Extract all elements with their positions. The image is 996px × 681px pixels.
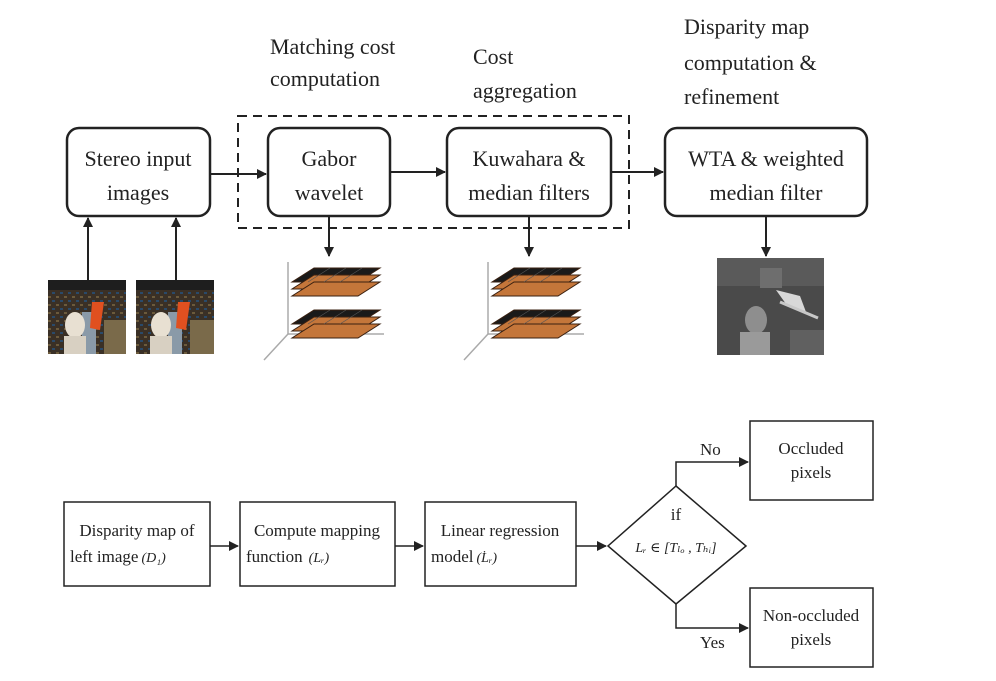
stereo-left-image (48, 280, 126, 354)
cost-volume-stack-gabor (263, 262, 384, 361)
box-stereo-input: Stereo input images (65, 126, 212, 218)
label-cost-aggregation: Cost aggregation (473, 44, 577, 103)
box-text: Compute mapping (254, 521, 381, 540)
box-text: Occluded (778, 439, 844, 458)
dashed-group-border (237, 115, 630, 229)
box-wta-weighted-median: WTA & weighted median filter (663, 126, 869, 218)
box-disparity-left: Disparity map of left image(D₁) (63, 501, 211, 587)
box-text: pixels (791, 463, 832, 482)
box-compute-mapping: Compute mapping function(Lᵣ) (239, 501, 396, 587)
box-gabor-wavelet: Gabor wavelet (266, 126, 392, 218)
box-kuwahara-median: Kuwahara & median filters (445, 126, 613, 218)
label-line: computation & (684, 50, 817, 75)
cost-volume-stack-aggregation (463, 262, 584, 361)
branch-label-yes: Yes (700, 633, 725, 652)
arrow-branch-no (675, 457, 749, 486)
decision-diamond: if Lᵣ ∈ [Tₗₒ , Tₕᵢ] (606, 485, 748, 605)
box-text: images (107, 180, 169, 205)
stereo-right-image (136, 280, 214, 354)
box-text: wavelet (295, 180, 363, 205)
arrow-branch-yes (675, 604, 749, 633)
box-text: Kuwahara & (472, 146, 585, 171)
box-text: median filters (468, 180, 590, 205)
box-text: WTA & weighted (688, 146, 844, 171)
disparity-map-image (717, 258, 824, 355)
label-line: Cost (473, 44, 513, 69)
box-text: Gabor (302, 146, 358, 171)
box-text: model(L̇ᵣ) (431, 547, 497, 566)
box-linear-regression: Linear regression model(L̇ᵣ) (424, 501, 577, 587)
box-text: median filter (709, 180, 823, 205)
box-occluded-pixels: Occluded pixels (749, 420, 874, 501)
decision-text: if (671, 505, 682, 524)
box-text: Non-occluded (763, 606, 860, 625)
label-line: Matching cost (270, 34, 395, 59)
decision-condition: Lᵣ ∈ [Tₗₒ , Tₕᵢ] (634, 541, 716, 556)
box-text: Linear regression (441, 521, 560, 540)
label-disparity-computation: Disparity map computation & refinement (684, 14, 817, 109)
label-line: refinement (684, 84, 779, 109)
box-non-occluded-pixels: Non-occluded pixels (749, 587, 874, 668)
box-text: pixels (791, 630, 832, 649)
label-matching-cost: Matching cost computation (270, 34, 395, 91)
label-line: Disparity map (684, 14, 809, 39)
label-line: aggregation (473, 78, 577, 103)
box-text: function(Lᵣ) (246, 547, 330, 566)
label-line: computation (270, 66, 380, 91)
box-text: Disparity map of (79, 521, 195, 540)
box-text: Stereo input (85, 146, 192, 171)
branch-label-no: No (700, 440, 721, 459)
box-text: left image(D₁) (70, 547, 166, 566)
